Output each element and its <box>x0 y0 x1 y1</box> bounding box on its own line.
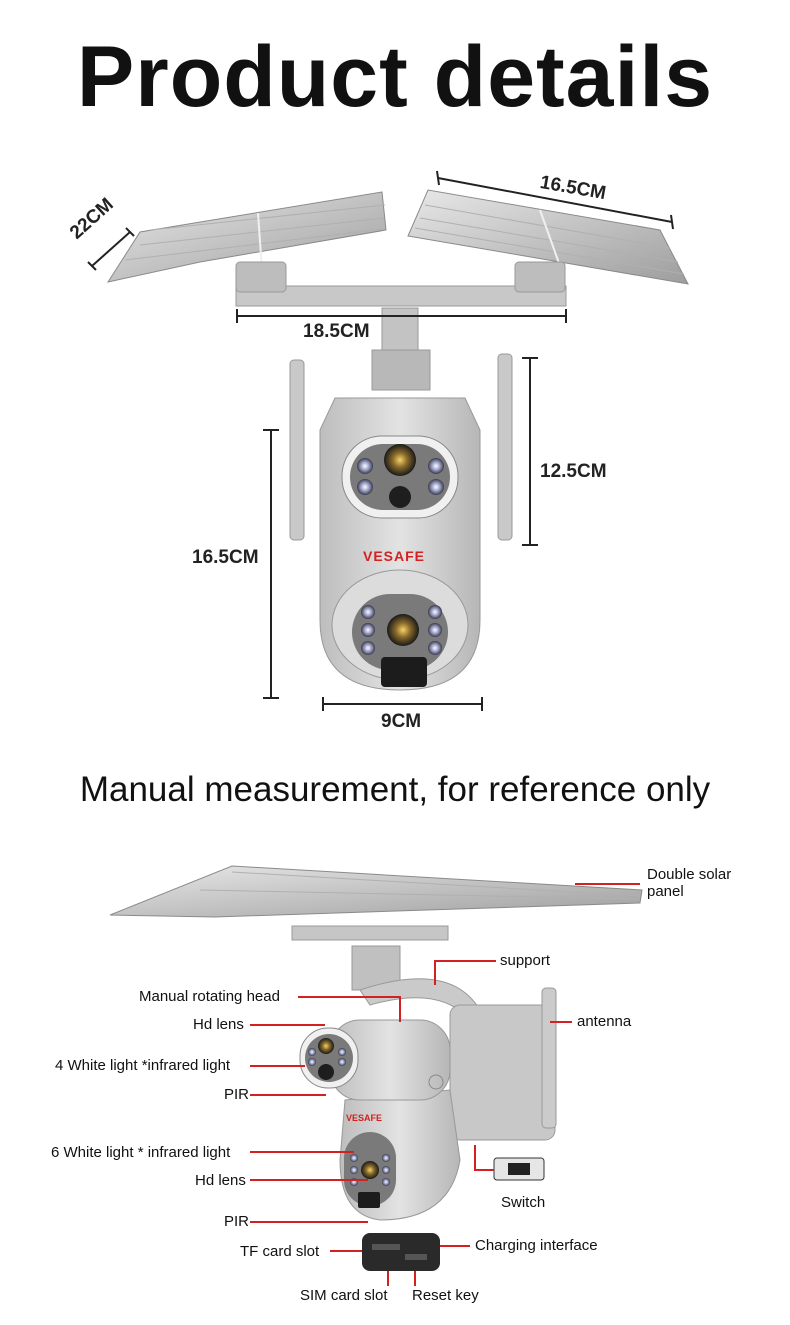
dim-head-height: 12.5CM <box>540 461 607 482</box>
callout-hd-lens-top: Hd lens <box>193 1016 244 1033</box>
dim-base-width: 9CM <box>381 711 422 732</box>
callout-charging-interface: Charging interface <box>475 1237 598 1254</box>
callout-6-white-light: 6 White light * infrared light <box>51 1144 231 1161</box>
callout-pir-top: PIR <box>224 1086 250 1103</box>
callout-double-solar-panel: Double solar panel <box>647 866 732 900</box>
dim-body-height: 16.5CM <box>192 547 259 568</box>
page-title: Product details <box>76 29 714 125</box>
camera-body <box>319 397 481 691</box>
solar-bracket <box>235 261 567 391</box>
callout-hd-lens-bottom: Hd lens <box>195 1172 246 1189</box>
dimension-lines <box>87 170 674 711</box>
upper-pir <box>389 486 411 508</box>
callout-switch: Switch <box>501 1194 546 1211</box>
upper-hd-lens <box>384 444 416 476</box>
callout-reset-key: Reset key <box>412 1287 479 1304</box>
brand-logo-top: VESAFE <box>363 548 426 564</box>
measurement-note: Manual measurement, for reference only <box>79 770 711 809</box>
lower-hd-lens <box>387 614 419 646</box>
callout-antenna: antenna <box>577 1013 632 1030</box>
labeled-camera-illustration <box>109 865 643 1271</box>
left-antenna <box>289 359 305 541</box>
callout-pir-bottom: PIR <box>224 1213 250 1230</box>
lower-pir <box>381 657 427 687</box>
callout-4-white-light: 4 White light *infrared light <box>55 1057 231 1074</box>
leader-lines <box>250 883 640 1286</box>
right-solar-panel <box>407 189 689 285</box>
callout-tf-card-slot: TF card slot <box>240 1243 320 1260</box>
callout-support: support <box>500 952 551 969</box>
callout-manual-rotating-head: Manual rotating head <box>139 988 280 1005</box>
left-solar-panel <box>106 191 387 283</box>
brand-logo-bottom: VESAFE <box>346 1113 383 1123</box>
dim-bracket-width: 18.5CM <box>303 321 370 342</box>
right-antenna <box>497 353 513 541</box>
callout-sim-card-slot: SIM card slot <box>300 1287 388 1304</box>
